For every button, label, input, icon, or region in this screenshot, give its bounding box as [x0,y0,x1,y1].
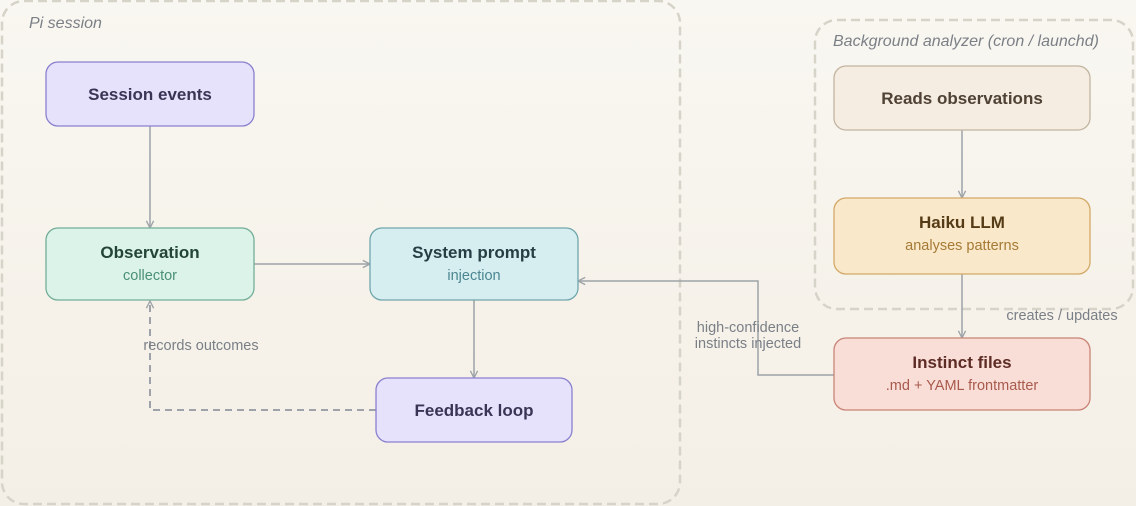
group-pi-session: Pi session [0,0,682,506]
node-system-prompt: System prompt injection [369,227,579,301]
node-feedback-loop: Feedback loop [375,377,573,443]
edge-label-creates-updates: creates / updates [1006,308,1117,324]
node-reads-observations: Reads observations [833,65,1091,131]
node-haiku-llm: Haiku LLM analyses patterns [833,197,1091,275]
node-instinct-files: Instinct files .md + YAML frontmatter [833,337,1091,411]
group-label-background-analyzer: Background analyzer (cron / launchd) [833,33,1099,50]
node-title-observation: Observation [100,243,199,262]
node-subtitle-observation: collector [123,268,177,284]
node-title-instinct-files: Instinct files [912,353,1011,372]
edge-label-high-confidence: high-confidence [697,320,799,336]
node-session-events: Session events [45,61,255,127]
edge-label-records-outcomes: records outcomes [143,338,258,354]
node-subtitle-haiku-llm: analyses patterns [905,238,1019,254]
edge-feedback-loop-to-observation [150,301,376,411]
node-subtitle-system-prompt: injection [447,268,500,284]
node-title-reads-observations: Reads observations [881,89,1043,108]
node-title-session-events: Session events [88,85,212,104]
node-title-feedback-loop: Feedback loop [414,401,533,420]
edge-label-instincts-injected: instincts injected [695,336,801,352]
node-subtitle-instinct-files: .md + YAML frontmatter [886,378,1039,394]
node-title-system-prompt: System prompt [412,243,536,262]
group-background-analyzer: Background analyzer (cron / launchd) [813,18,1135,311]
edge-instinct-files-to-system-prompt [578,281,834,376]
node-observation: Observation collector [45,227,255,301]
node-title-haiku-llm: Haiku LLM [919,213,1005,232]
group-label-pi-session: Pi session [29,15,102,32]
